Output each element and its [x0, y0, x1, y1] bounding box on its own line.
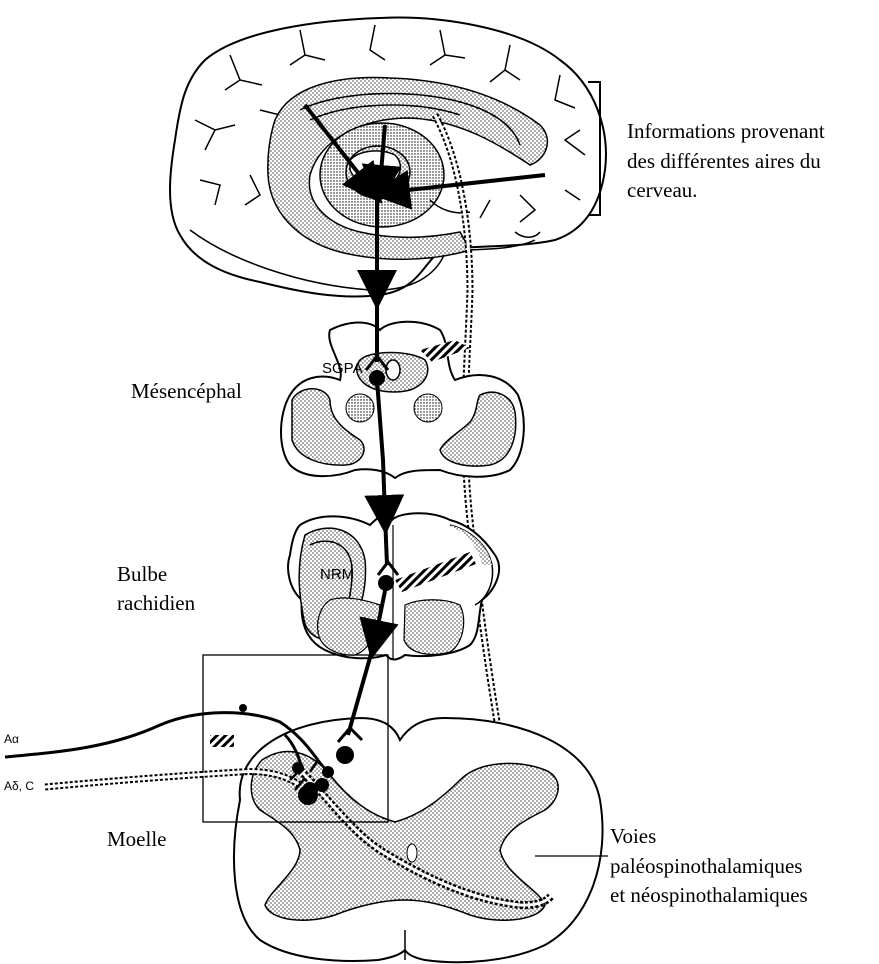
sgpa-label: SGPA: [322, 360, 363, 377]
bulbe-label-line1: Bulbe: [117, 561, 167, 588]
moelle-label: Moelle: [107, 826, 166, 853]
medulla-section: [288, 513, 499, 660]
mesencephal-label: Mésencéphal: [131, 378, 242, 405]
a-alpha-label: Aα: [4, 732, 19, 746]
info-label-line3: cerveau.: [627, 177, 698, 204]
bulbe-label-line2: rachidien: [117, 590, 195, 617]
info-label-line1: Informations provenant: [627, 118, 825, 145]
a-delta-c-label: Aδ, C: [4, 779, 34, 793]
nrm-label: NRM: [320, 566, 354, 583]
voies-label-line3: et néospinothalamiques: [610, 882, 808, 909]
voies-label-line2: paléospinothalamiques: [610, 853, 802, 880]
info-label-line2: des différentes aires du: [627, 148, 821, 175]
voies-label-line1: Voies: [610, 823, 656, 850]
brain-sagittal: [170, 18, 606, 297]
spinal-cord-section: [234, 718, 603, 962]
mesencephalon-section: [281, 322, 524, 478]
